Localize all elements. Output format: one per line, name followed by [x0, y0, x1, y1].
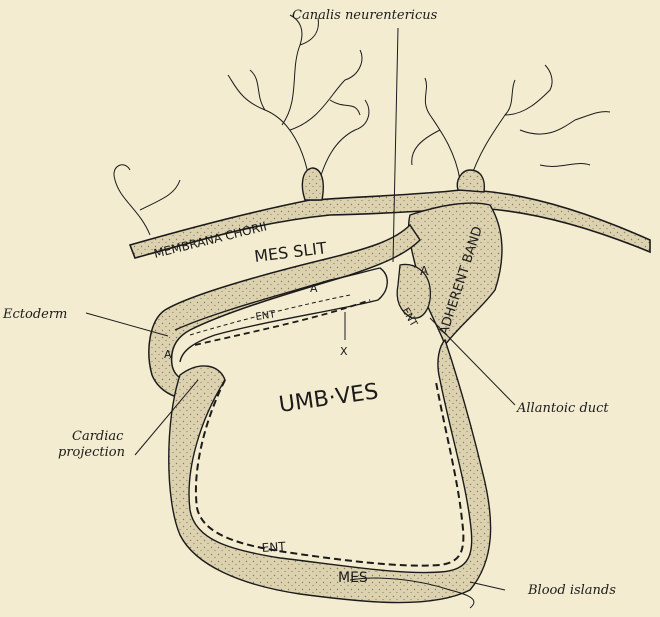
- label-a-upper: A: [310, 282, 318, 295]
- label-a-right: A: [420, 264, 429, 278]
- label-ectoderm: Ectoderm: [2, 307, 67, 322]
- label-ent-bottom: ENT: [261, 539, 286, 555]
- label-mes-bottom: MES: [338, 570, 368, 586]
- label-allantoic-duct: Allantoic duct: [516, 401, 609, 416]
- label-cardiac: Cardiac: [72, 429, 124, 444]
- label-projection: projection: [58, 445, 125, 460]
- label-a-left: A: [164, 348, 172, 361]
- label-x: X: [340, 345, 348, 358]
- leader-blood: [470, 582, 505, 590]
- label-blood-islands: Blood islands: [527, 583, 616, 598]
- label-umb-ves: UMB·VES: [277, 379, 380, 418]
- leader-canalis: [393, 28, 398, 262]
- umbilical-vesicle: [169, 340, 491, 608]
- label-canalis-neurentericus: Canalis neurentericus: [292, 8, 438, 23]
